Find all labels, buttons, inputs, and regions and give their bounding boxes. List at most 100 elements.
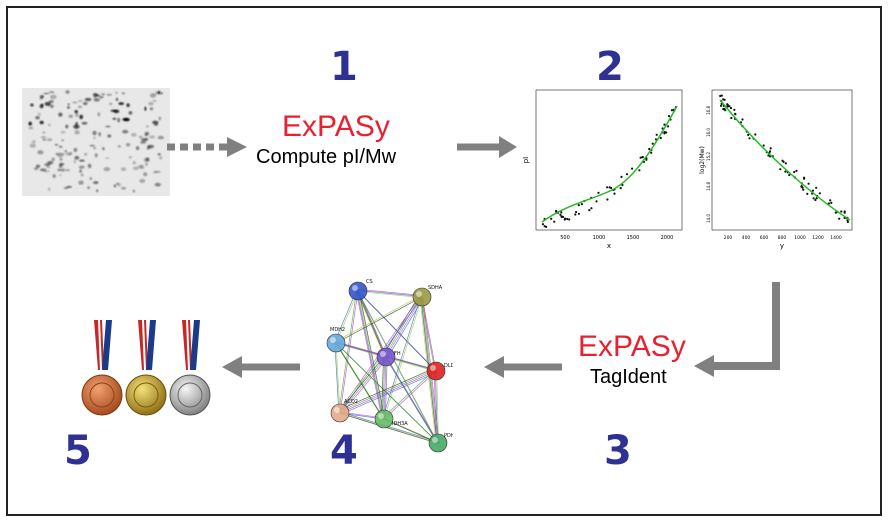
pi-point [638,169,641,172]
mw-point [762,144,765,147]
gel-spot [61,139,64,142]
gel-spot [99,96,104,99]
tagident-label: TagIdent [590,366,667,388]
pi-point [645,158,648,161]
gel-spot [39,97,43,101]
gel-spot [160,92,163,95]
gel-spot [112,117,117,120]
network-edge [335,342,341,414]
pi-point [566,217,569,221]
mw-point [722,98,725,101]
pi-point [608,186,611,189]
gel-spot [87,163,92,169]
network-edge [339,412,438,443]
gel-spot [152,100,157,102]
mw-point [784,170,787,173]
gel-spot [89,144,95,147]
pi-point [550,217,553,220]
mw-point [846,220,849,224]
network-edge [357,290,439,444]
pi-point [631,167,634,170]
network-node-label: MDH2 [330,327,345,333]
gel-spot [40,136,47,139]
gel-spot [146,145,152,150]
network-edge [386,298,424,359]
gel-spot [75,113,79,117]
pi-ylabel: pI [522,157,530,164]
gel-spot [110,109,118,112]
gel-spot [159,156,163,160]
mw-ytick: 16.0 [706,128,711,137]
pi-xlabel: x [607,242,611,250]
mw-point [843,210,846,213]
network-edge [338,289,358,412]
gel-spot [80,173,84,177]
network-node-highlight [432,437,438,443]
gel-spot [120,167,127,171]
pi-point [568,218,571,221]
network-node-label: IDH3A [392,421,408,427]
mw-point [814,198,817,202]
gel-spot [74,155,80,160]
gel-spot [81,121,88,125]
mw-point [818,192,821,195]
network-edge [358,291,438,373]
gel-spot [87,186,91,189]
gel-spot [67,106,70,109]
gel-spot [45,162,51,167]
gel-spot [143,157,150,163]
network-node-highlight [352,285,358,291]
network-node-highlight [430,365,436,371]
gel-spot [122,129,129,134]
gel-spot [145,125,149,128]
pi-point [590,207,593,210]
gel-spot [65,90,70,94]
gel-spot [131,133,137,137]
network-node [426,361,446,381]
mw-point [793,170,796,174]
mw-point [768,150,772,153]
pi-point [597,191,600,194]
gel-spot [60,130,66,134]
gel-spot [78,180,84,185]
gel-spot [58,112,63,117]
network-edge [340,357,388,415]
mw-point [747,133,750,136]
pi-point [563,218,566,221]
mw-xlabel: y [780,242,784,250]
gel-spot [105,125,111,128]
pi-point [651,142,654,145]
gel-spot [158,116,161,121]
pi-point [553,220,556,223]
arrow-right-1 [457,136,517,158]
gel-spot [59,162,65,166]
gold-medal [125,320,167,416]
mw-fit-line [719,99,851,221]
mw-point [781,159,784,162]
gel-spot [35,164,41,168]
gel-spot [140,141,147,144]
gel-spot [33,167,39,170]
mw-point [811,189,814,192]
gel-spot [93,136,96,140]
step-number-5: 5 [64,428,92,474]
gel-spot [57,152,64,157]
mw-point [800,185,803,188]
gel-spot [115,91,118,94]
mw-xtick: 1400 [830,235,842,241]
pi-point [663,123,666,126]
mw-scatter-plot: log2(Mw) y 200 400 600 800 1000 1200 140… [699,89,853,250]
mw-xtick: 400 [742,235,751,241]
gel-spot [132,166,139,171]
mw-point [733,108,736,111]
gel-spot [73,147,78,153]
mw-ytick: 14.8 [706,182,711,191]
network-edge [358,291,423,298]
gel-spot [132,161,136,165]
network-node [348,281,368,301]
mw-point [754,133,757,136]
gel-spot [28,121,32,126]
gel-spot [157,135,164,140]
gel-spot [125,143,131,147]
gel-spot [106,93,112,96]
